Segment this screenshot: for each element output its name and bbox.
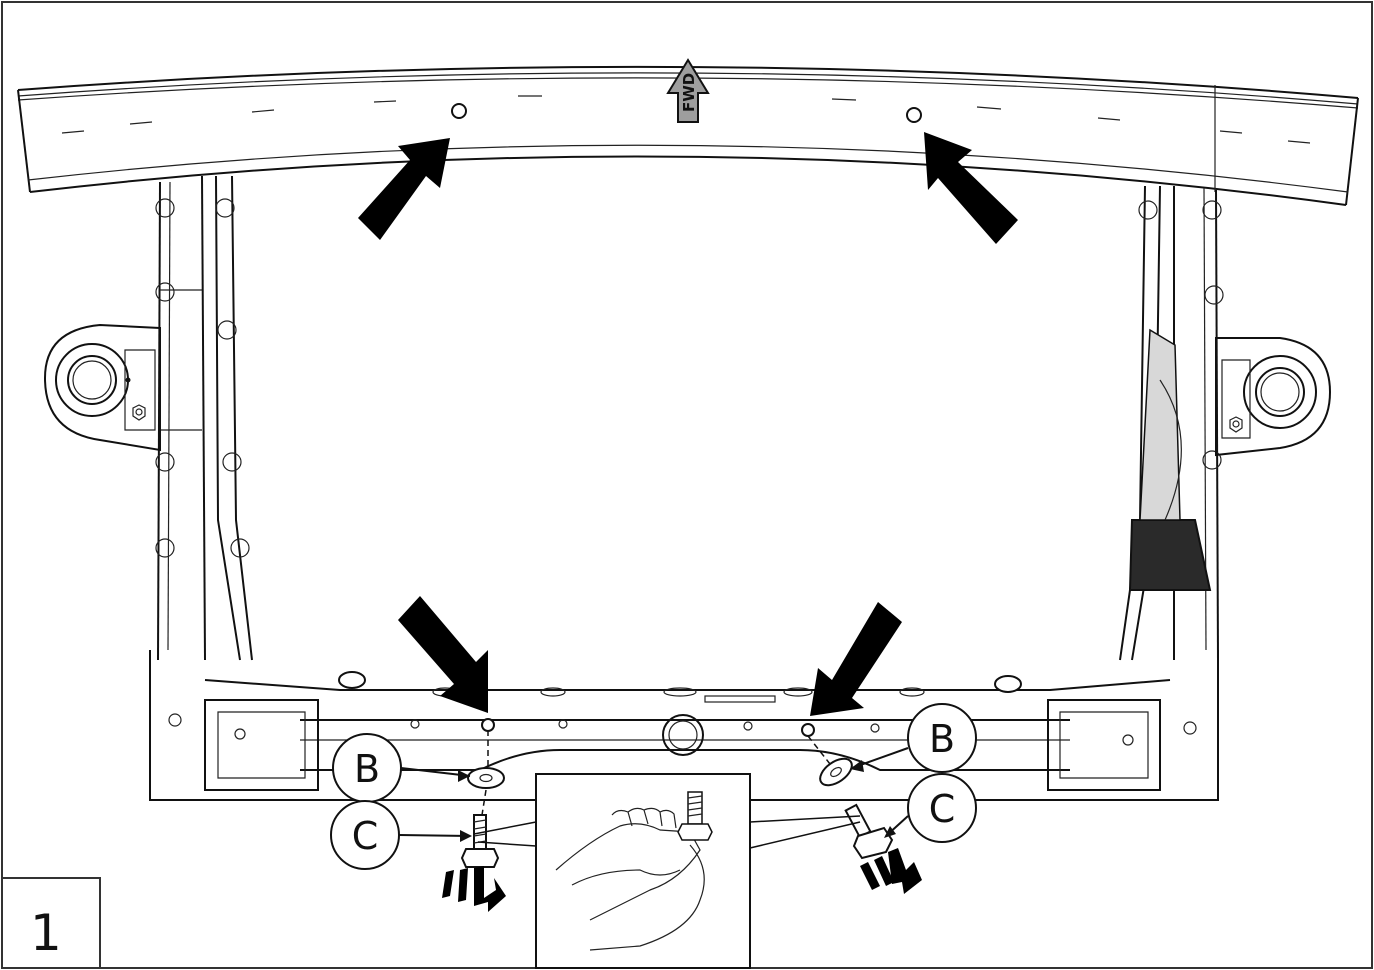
right-tow-eye-bracket: [1215, 337, 1332, 457]
callout-c-right-label: C: [929, 787, 956, 831]
crossmember-bolt-hole-right: [801, 723, 815, 737]
callout-c-left-label: C: [352, 814, 379, 858]
callout-b-left-label: B: [354, 747, 380, 791]
left-fastener-set: [442, 730, 506, 912]
pointer-arrow-icon: [358, 138, 450, 240]
right-side-rail: [1119, 185, 1224, 661]
callout-b-right: B: [850, 703, 977, 773]
washer-b-left: [467, 767, 505, 789]
callout-b-right-label: B: [929, 717, 955, 761]
left-side-rail: [155, 175, 253, 661]
bolt-c-left: [460, 814, 500, 868]
pointer-arrow-icon: [810, 602, 902, 716]
lower-crossmember: [149, 650, 1219, 801]
hand-thread-bolt-icon: [555, 791, 713, 951]
right-fastener-set: [807, 735, 922, 894]
rotation-arrow-icon: [442, 866, 506, 912]
fwd-label: FWD: [680, 73, 698, 112]
hand-thread-inset: [473, 773, 861, 969]
beam-bolt-hole-left: [451, 103, 467, 119]
callout-c-right: C: [884, 773, 977, 843]
left-tow-eye-bracket: [43, 323, 161, 452]
pointer-arrow-icon: [924, 132, 1018, 244]
callout-b-left: B: [332, 733, 471, 803]
bolt-c-right: [844, 803, 894, 860]
beam-bolt-hole-right: [906, 107, 922, 123]
fwd-arrow-icon: FWD: [666, 58, 710, 123]
callout-c-left: C: [330, 800, 472, 870]
step-number-box: 1: [1, 877, 101, 969]
washer-b-right: [819, 757, 853, 787]
pointer-arrow-icon: [398, 596, 488, 713]
step-number: 1: [30, 904, 62, 962]
rotation-arrow-icon: [860, 848, 922, 894]
crossmember-bolt-hole-left: [481, 718, 495, 732]
